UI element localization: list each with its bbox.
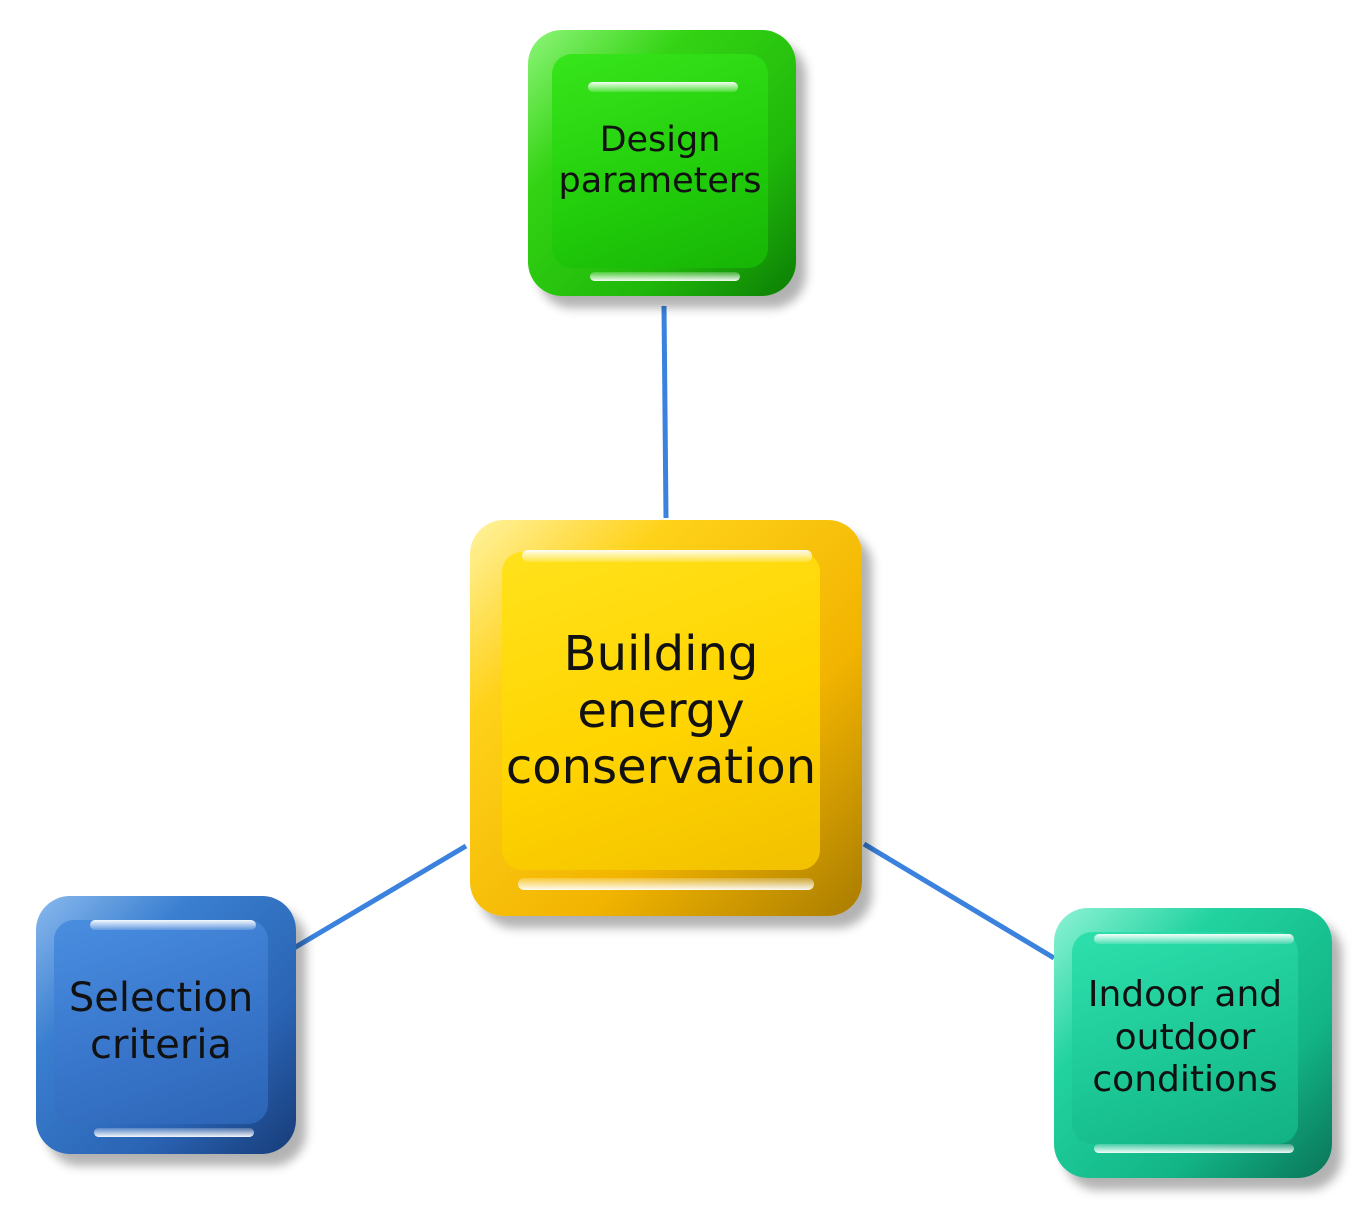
connector-center-to-indoor <box>862 841 1056 961</box>
indoor-outdoor-conditions-label: Indoor and outdoor conditions <box>1087 974 1283 1101</box>
connector-center-to-design <box>661 305 669 519</box>
indoor-outdoor-conditions-box: Indoor and outdoor conditions <box>1054 908 1332 1178</box>
building-energy-conservation-face: Building energy conservation <box>502 552 820 870</box>
selection-criteria-highlight-bottom <box>94 1128 254 1137</box>
design-parameters-highlight-top <box>588 82 738 92</box>
indoor-outdoor-conditions-highlight-top <box>1094 934 1294 944</box>
selection-criteria-box: Selection criteria <box>36 896 296 1154</box>
building-energy-conservation-label: Building energy conservation <box>505 626 817 796</box>
selection-criteria-highlight-top <box>90 920 256 930</box>
building-energy-conservation-box: Building energy conservation <box>470 520 862 916</box>
design-parameters-highlight-bottom <box>590 272 740 281</box>
design-parameters-label: Design parameters <box>558 119 762 201</box>
building-energy-conservation-highlight-top <box>522 550 812 562</box>
design-parameters-box: Design parameters <box>528 30 796 296</box>
selection-criteria-label: Selection criteria <box>68 974 254 1068</box>
connector-center-to-selection <box>292 843 468 951</box>
indoor-outdoor-conditions-face: Indoor and outdoor conditions <box>1072 932 1298 1144</box>
indoor-outdoor-conditions-highlight-bottom <box>1094 1144 1294 1153</box>
building-energy-conservation-highlight-bottom <box>518 878 814 890</box>
selection-criteria-face: Selection criteria <box>54 920 268 1124</box>
